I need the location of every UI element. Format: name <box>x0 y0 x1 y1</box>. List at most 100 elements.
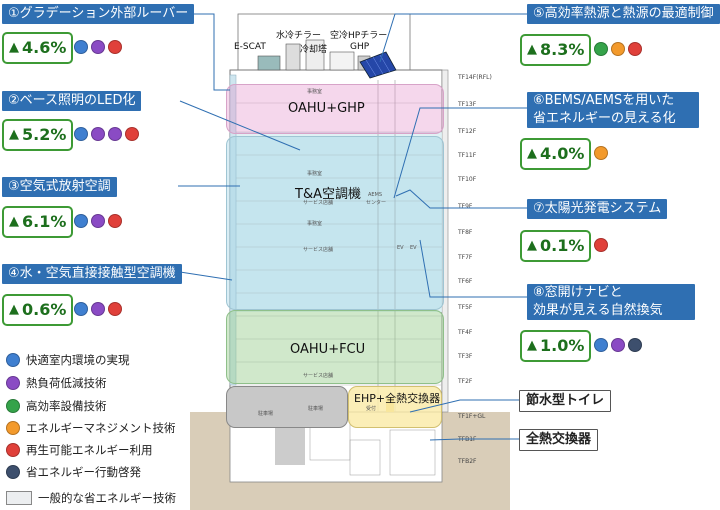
legend-box-general <box>6 491 32 505</box>
legend-dot-management <box>6 421 20 435</box>
renewable-dot <box>125 127 139 141</box>
renewable-dot <box>594 238 608 252</box>
legend-general: 一般的な省エネルギー技術 <box>6 490 176 506</box>
measure-4-dots <box>74 302 122 316</box>
measure-8-line1: ⑧窓開けナビと <box>533 285 623 300</box>
legend-text-equipment: 高効率設備技術 <box>26 399 107 413</box>
zone-base-gray <box>226 386 348 428</box>
zone-low-title: OAHU+FCU <box>290 342 366 357</box>
legend-dot-renewable <box>6 443 20 457</box>
triangle-icon: ▲ <box>9 214 19 229</box>
service-label-3: サービス店舗 <box>303 373 334 379</box>
measure-4-pct: ▲0.6% <box>2 294 74 326</box>
measure-7-pct: ▲0.1% <box>520 230 592 262</box>
comfort-dot <box>594 338 608 352</box>
ev-label-2: EV <box>410 245 417 251</box>
floor-2: TF2F <box>458 378 473 385</box>
heat-load-dot <box>91 127 105 141</box>
comfort-dot <box>74 302 88 316</box>
floor-1: TF1F+GL <box>458 413 486 420</box>
legend-heat-load: 熱負荷低減技術 <box>6 375 107 391</box>
measure-8-dots <box>594 338 642 352</box>
lobby-label: 受付 <box>366 406 377 412</box>
heat-load-dot <box>91 302 105 316</box>
management-dot <box>594 146 608 160</box>
measure-4-label: ④水・空気直接接触型空調機 <box>2 264 182 284</box>
measure-3-pct: ▲6.1% <box>2 206 74 238</box>
floor-3: TF3F <box>458 353 473 360</box>
legend-renewable: 再生可能エネルギー利用 <box>6 442 153 458</box>
management-dot <box>611 42 625 56</box>
measure-6-line2: 省エネルギーの見える化 <box>533 111 676 126</box>
floor-9: TF9F <box>458 203 473 210</box>
roof-escat-label: E-SCAT <box>234 42 266 52</box>
renewable-dot <box>108 40 122 54</box>
renewable-dot <box>108 302 122 316</box>
roof-hp-chiller-label: 空冷HPチラー <box>330 31 388 41</box>
legend-dot-behavior <box>6 465 20 479</box>
escat-unit <box>257 55 281 71</box>
floor-6: TF6F <box>458 278 473 285</box>
hp-chiller-unit <box>329 51 355 71</box>
legend-dot-heat-load <box>6 376 20 390</box>
office-label-2: 事務室 <box>307 171 323 177</box>
comfort-dot <box>74 214 88 228</box>
measure-1-pct: ▲4.6% <box>2 32 74 64</box>
measure-1-label: ①グラデーション外部ルーバー <box>2 4 195 24</box>
triangle-icon: ▲ <box>527 238 537 253</box>
comfort-dot <box>74 40 88 54</box>
triangle-icon: ▲ <box>9 127 19 142</box>
zone-mid-title: T&A空調機 <box>295 187 361 202</box>
triangle-icon: ▲ <box>527 42 537 57</box>
chiller-unit <box>285 43 301 71</box>
measure-7-dots <box>594 238 608 252</box>
measure-8-pct: ▲1.0% <box>520 330 592 362</box>
floor-13: TF13F <box>458 101 477 108</box>
triangle-icon: ▲ <box>9 40 19 55</box>
comfort-dot <box>74 127 88 141</box>
measure-6-pct: ▲4.0% <box>520 138 592 170</box>
measure-2-pct: ▲5.2% <box>2 119 74 151</box>
triangle-icon: ▲ <box>9 302 19 317</box>
behavior-dot <box>628 338 642 352</box>
measure-6-dots <box>594 146 608 160</box>
measure-8-label: ⑧窓開けナビと 効果が見える自然換気 <box>527 284 695 320</box>
measure-1-dots <box>74 40 122 54</box>
parking-label: 駐車場 <box>258 411 274 417</box>
aems-label-2: センター <box>366 200 387 206</box>
legend-text-comfort: 快適室内環境の実現 <box>26 353 130 367</box>
legend-dot-comfort <box>6 353 20 367</box>
measure-5-pct: ▲8.3% <box>520 34 592 66</box>
legend-text-heat-load: 熱負荷低減技術 <box>26 376 107 390</box>
floor-14: TF14F(RFL) <box>458 74 492 81</box>
measure-8-line2: 効果が見える自然換気 <box>533 303 663 318</box>
triangle-icon: ▲ <box>527 146 537 161</box>
office-label-3: 事務室 <box>307 221 323 227</box>
renewable-dot <box>108 214 122 228</box>
legend-management: エネルギーマネジメント技術 <box>6 420 176 436</box>
floor-7: TF7F <box>458 254 473 261</box>
floor-4: TF4F <box>458 329 473 336</box>
renewable-dot <box>628 42 642 56</box>
measure-7-label: ⑦太陽光発電システム <box>527 199 668 219</box>
heat-load-dot <box>611 338 625 352</box>
floor-11: TF11F <box>458 152 477 159</box>
roof-chiller-label: 水冷チラー <box>276 31 322 41</box>
service-label-2: サービス店舗 <box>303 247 334 253</box>
heat-exchanger-label: 全熱交換器 <box>519 429 599 451</box>
floor-12: TF12F <box>458 128 477 135</box>
measure-3-dots <box>74 214 122 228</box>
measure-3-label: ③空気式放射空調 <box>2 177 117 197</box>
legend-behavior: 省エネルギー行動啓発 <box>6 464 141 480</box>
toilet-label: 節水型トイレ <box>519 390 612 412</box>
legend-text-behavior: 省エネルギー行動啓発 <box>26 465 141 479</box>
aems-label-1: AEMS <box>368 192 383 198</box>
service-label-1: サービス店舗 <box>303 200 334 206</box>
legend-text-renewable: 再生可能エネルギー利用 <box>26 443 153 457</box>
legend-comfort: 快適室内環境の実現 <box>6 352 130 368</box>
floor-5: TF5F <box>458 304 473 311</box>
measure-6-line1: ⑥BEMS/AEMSを用いた <box>533 93 675 108</box>
roof-tower-label: 冷却塔 <box>300 45 328 55</box>
equipment-dot <box>594 42 608 56</box>
roof-ghp-label: GHP <box>350 42 370 52</box>
